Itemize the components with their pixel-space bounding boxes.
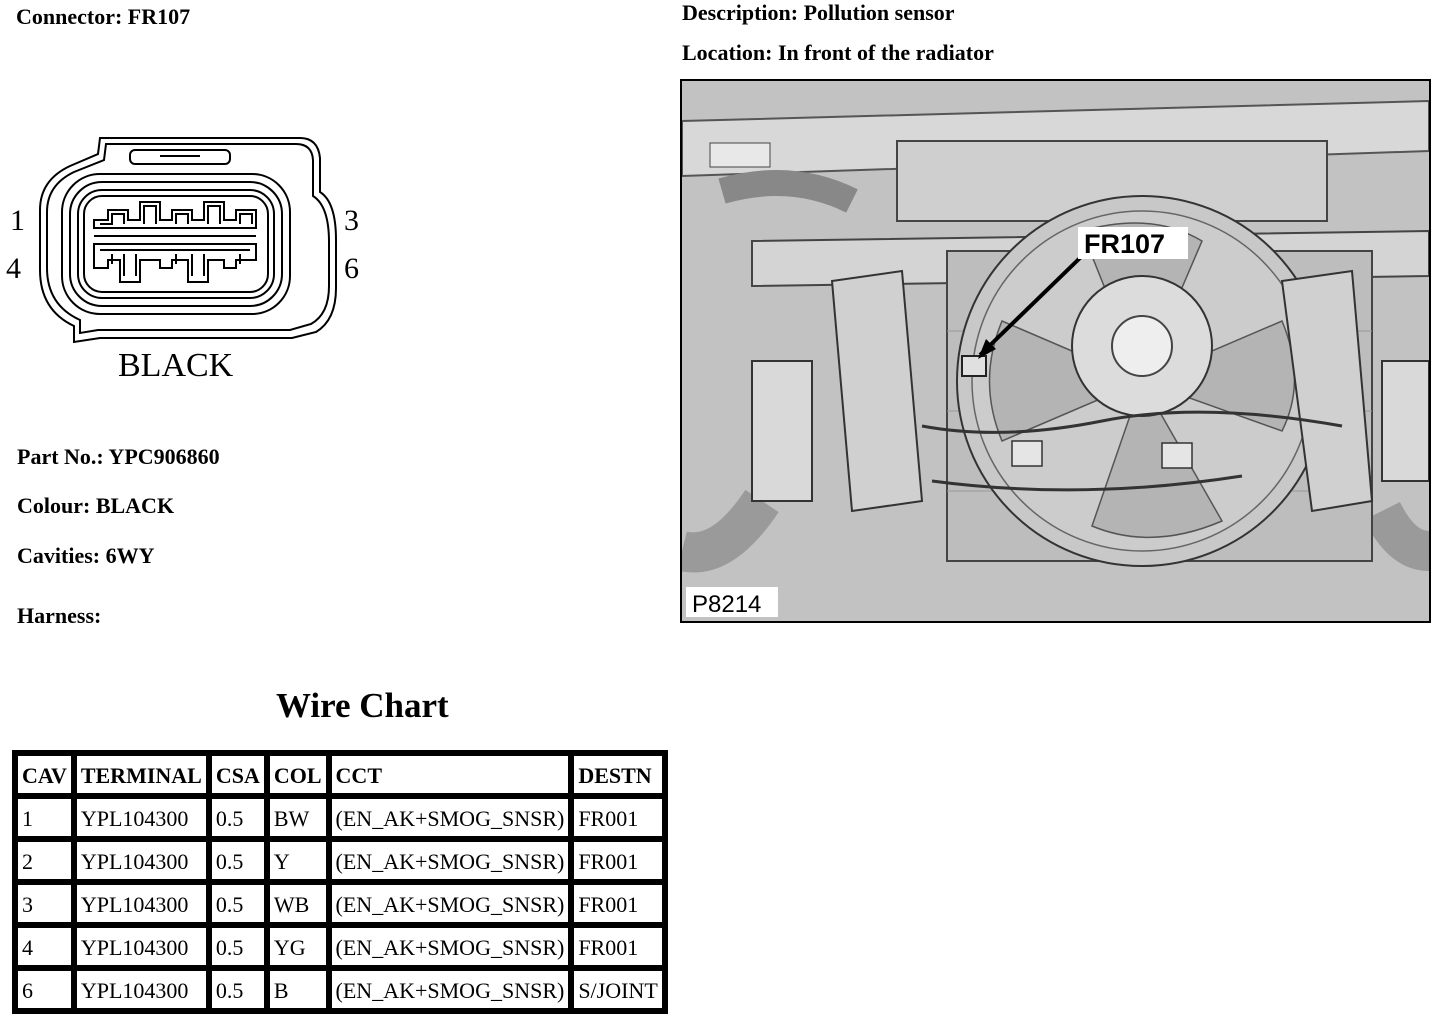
table-cell: (EN_AK+SMOG_SNSR) <box>328 796 572 839</box>
table-cell: 4 <box>15 925 74 968</box>
table-cell: 6 <box>15 968 74 1011</box>
column-header: DESTN <box>571 753 665 796</box>
pin-label-6: 6 <box>344 252 359 285</box>
table-cell: YPL104300 <box>73 882 209 925</box>
table-cell: 1 <box>15 796 74 839</box>
table-cell: S/JOINT <box>571 968 665 1011</box>
description-label: Description: Pollution sensor <box>682 0 955 25</box>
radiator-illustration: FR107 P8214 <box>682 81 1429 621</box>
connector-face-diagram: 1 3 4 6 BLACK <box>6 137 359 384</box>
cavities-value: Cavities: 6WY <box>17 543 155 568</box>
column-header: COL <box>266 753 329 796</box>
column-header: TERMINAL <box>73 753 209 796</box>
table-cell: BW <box>266 796 329 839</box>
table-cell: (EN_AK+SMOG_SNSR) <box>328 925 572 968</box>
pin-label-1: 1 <box>10 204 25 237</box>
wire-chart-title: Wire Chart <box>276 686 449 725</box>
table-cell: WB <box>266 882 329 925</box>
harness-label: Harness: <box>17 603 102 628</box>
location-photo: FR107 P8214 <box>680 79 1431 623</box>
table-cell: (EN_AK+SMOG_SNSR) <box>328 968 572 1011</box>
pin-label-4: 4 <box>6 252 21 285</box>
pin-label-3: 3 <box>344 204 359 237</box>
table-cell: (EN_AK+SMOG_SNSR) <box>328 839 572 882</box>
figure-id: P8214 <box>692 591 761 618</box>
connector-title: Connector: FR107 <box>16 4 191 29</box>
table-cell: 0.5 <box>208 925 267 968</box>
photo-callout-label: FR107 <box>1084 229 1165 259</box>
part-number: Part No.: YPC906860 <box>17 444 220 469</box>
table-cell: YPL104300 <box>73 839 209 882</box>
table-cell: Y <box>266 839 329 882</box>
table-cell: 3 <box>15 882 74 925</box>
table-cell: YPL104300 <box>73 796 209 839</box>
column-header: CSA <box>208 753 267 796</box>
table-cell: 0.5 <box>208 882 267 925</box>
location-label: Location: In front of the radiator <box>682 40 994 65</box>
table-cell: 0.5 <box>208 968 267 1011</box>
table-cell: FR001 <box>571 839 665 882</box>
table-cell: FR001 <box>571 882 665 925</box>
colour-value: Colour: BLACK <box>17 493 175 518</box>
table-cell: (EN_AK+SMOG_SNSR) <box>328 882 572 925</box>
table-cell: YG <box>266 925 329 968</box>
table-cell: 2 <box>15 839 74 882</box>
table-cell: 0.5 <box>208 796 267 839</box>
column-header: CAV <box>15 753 74 796</box>
table-cell: FR001 <box>571 925 665 968</box>
column-header: CCT <box>328 753 572 796</box>
table-cell: YPL104300 <box>73 968 209 1011</box>
table-cell: B <box>266 968 329 1011</box>
table-cell: YPL104300 <box>73 925 209 968</box>
table-cell: FR001 <box>571 796 665 839</box>
table-cell: 0.5 <box>208 839 267 882</box>
connector-colour-label: BLACK <box>118 347 234 384</box>
